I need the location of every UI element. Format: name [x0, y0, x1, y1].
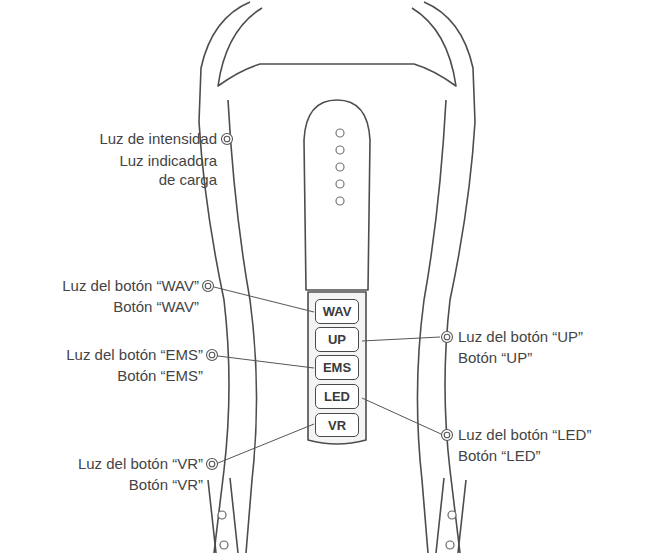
callout-ring — [203, 281, 214, 292]
side-groove — [436, 478, 466, 553]
control-button: UP — [315, 327, 359, 352]
callout-label: Botón “UP” — [458, 348, 532, 367]
button-label: UP — [328, 332, 346, 347]
callout-ring — [209, 461, 215, 467]
intensity-light — [336, 197, 344, 205]
grip-dot — [220, 541, 228, 549]
callout-ring — [442, 430, 453, 441]
control-button: LED — [315, 384, 359, 409]
callout-ring — [444, 334, 450, 340]
grip-dot — [446, 541, 454, 549]
callout-ring — [222, 134, 233, 145]
side-groove — [208, 478, 238, 553]
callout-label: Luz del botón “EMS” — [66, 345, 203, 364]
callout-label: Botón “WAV” — [113, 297, 199, 316]
callout-ring — [224, 136, 230, 142]
button-panel — [308, 292, 366, 444]
callout-ring — [205, 283, 211, 289]
device-inner-contour — [417, 100, 446, 553]
callout-label: Luz indicadora de carga — [105, 151, 217, 189]
device-body — [199, 2, 250, 553]
callout-label: Botón “VR” — [129, 475, 203, 494]
intensity-light — [336, 180, 344, 188]
control-button: WAV — [315, 299, 359, 324]
callout-label: Luz del botón “WAV” — [62, 276, 199, 295]
leader-line — [218, 424, 314, 463]
leader-line — [218, 356, 314, 368]
callout-label: Luz del botón “VR” — [78, 454, 203, 473]
callout-label: Botón “LED” — [458, 446, 541, 465]
intensity-light — [336, 163, 344, 171]
intensity-light — [336, 129, 344, 137]
leader-line — [362, 337, 440, 341]
control-button: EMS — [315, 355, 359, 380]
device-top-cap — [218, 8, 456, 86]
callout-ring — [207, 459, 218, 470]
leader-line — [214, 287, 314, 312]
intensity-light — [336, 146, 344, 154]
callout-label: Luz del botón “LED” — [458, 425, 591, 444]
button-label: WAV — [323, 304, 352, 319]
callout-ring — [207, 350, 218, 361]
control-button: VR — [315, 413, 359, 437]
leader-line — [362, 398, 441, 434]
display-panel — [304, 100, 370, 290]
callout-label: Luz del botón “UP” — [458, 327, 583, 346]
grip-dot — [218, 511, 226, 519]
device-inner-contour — [228, 100, 257, 553]
device-body — [424, 2, 475, 553]
button-label: EMS — [323, 360, 351, 375]
grip-dot — [448, 511, 456, 519]
button-label: VR — [328, 418, 346, 433]
callout-label: Botón “EMS” — [117, 366, 203, 385]
callout-ring — [442, 332, 453, 343]
callout-label: Luz de intensidad — [99, 129, 217, 148]
callout-ring — [444, 432, 450, 438]
button-label: LED — [324, 389, 350, 404]
callout-ring — [209, 352, 215, 358]
